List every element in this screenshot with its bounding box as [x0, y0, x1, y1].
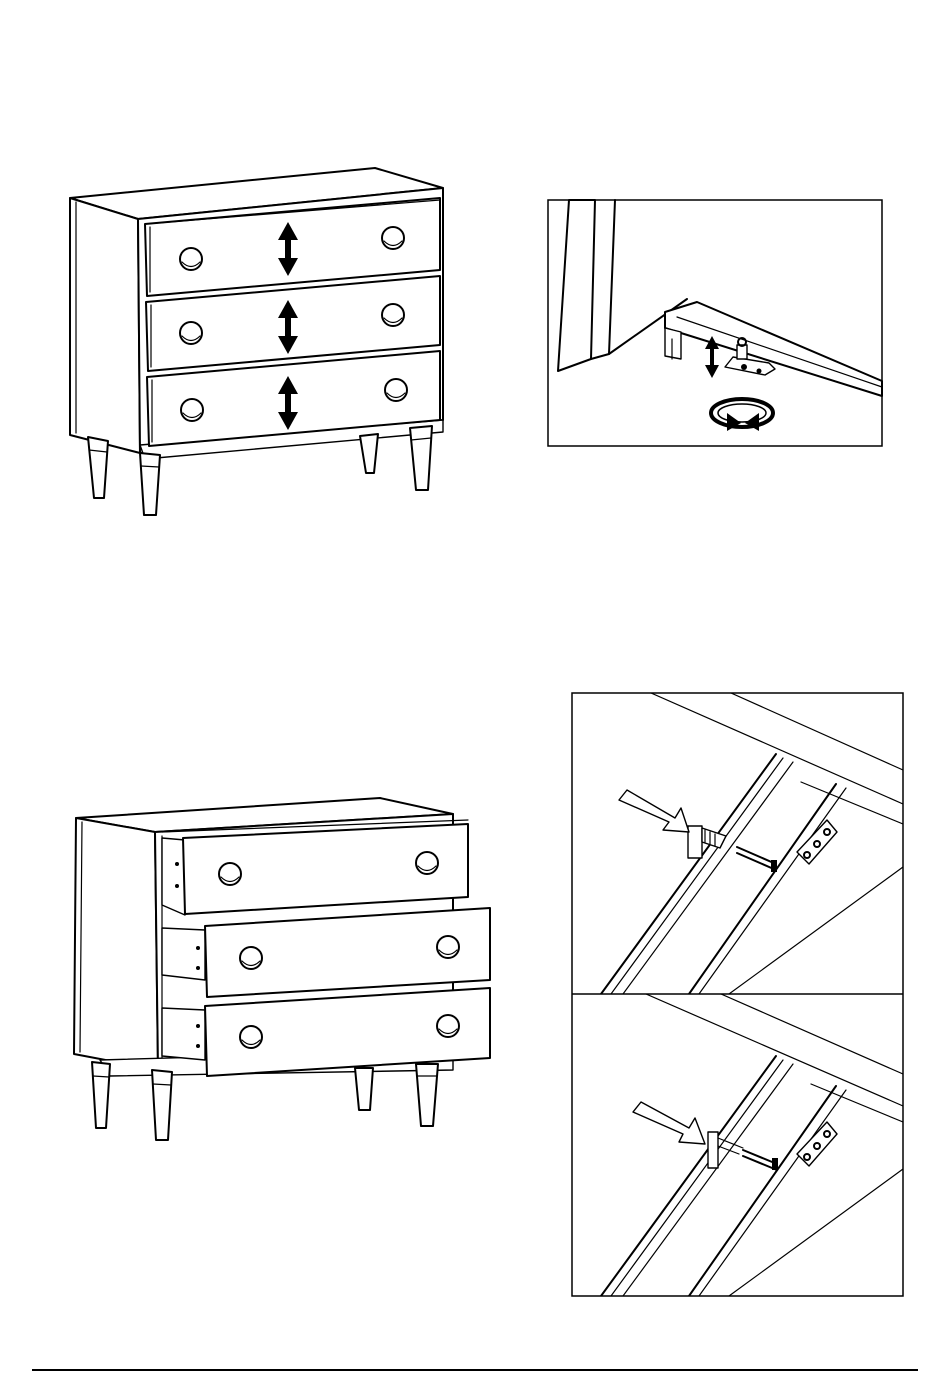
support-block — [665, 328, 681, 359]
drawer-front-1 — [183, 824, 468, 914]
leg-front-left — [92, 1062, 110, 1128]
leg-front-right — [140, 453, 160, 515]
leg-front-far-right — [416, 1064, 438, 1126]
leg-back-right — [360, 434, 378, 473]
figure-hinge-height-adjust-detail — [547, 199, 883, 447]
leg-front-right — [152, 1070, 172, 1140]
figure-dresser-drawers-adjust — [0, 0, 475, 560]
dresser-side-panel — [70, 198, 140, 453]
footer-rule — [32, 1369, 918, 1371]
figure-drawer-slide-release-lever — [571, 692, 904, 1298]
dresser-side-panel — [74, 818, 158, 1070]
leg-back-right — [355, 1068, 373, 1110]
leg-front-far-right — [410, 426, 432, 490]
leg-front-left — [88, 437, 108, 498]
figure-dresser-drawers-open — [0, 780, 500, 1160]
